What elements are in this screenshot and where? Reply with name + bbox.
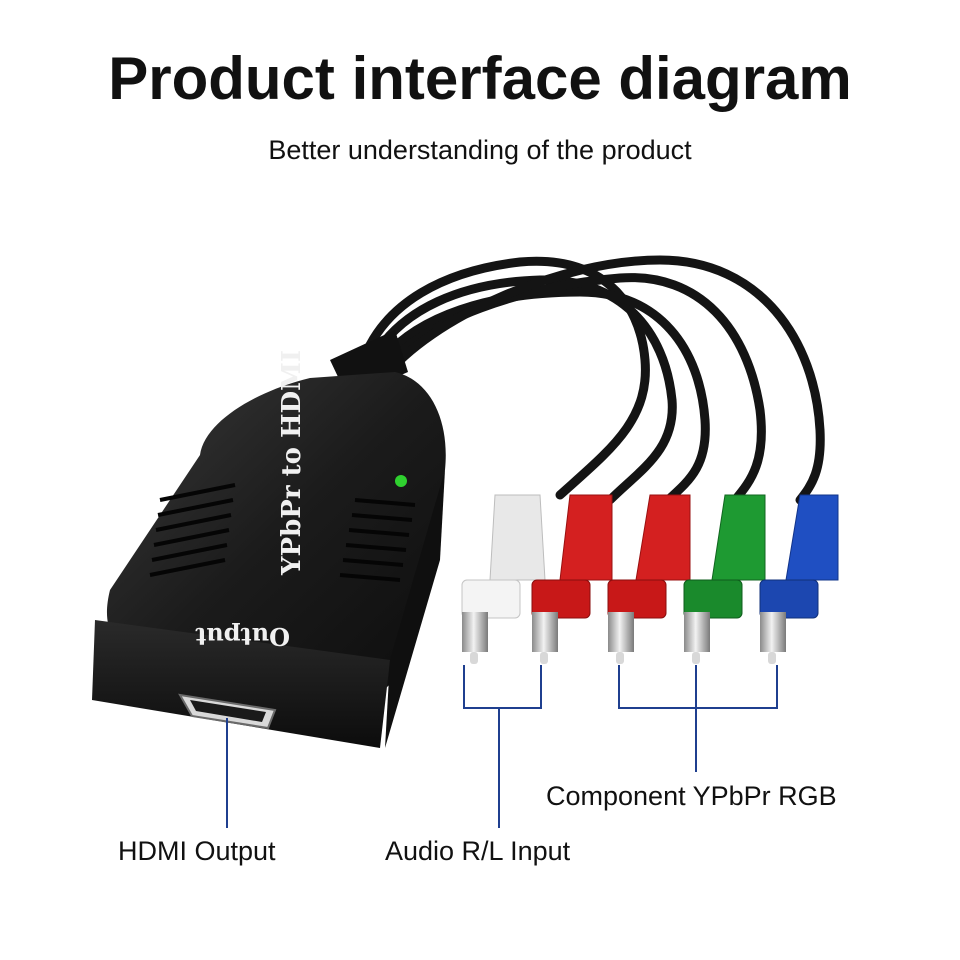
component-input-label: Component YPbPr RGB xyxy=(546,781,837,811)
device-top-label: YPbPr to HDMI xyxy=(277,350,307,576)
callout-lines xyxy=(226,665,778,828)
callout-line-audio xyxy=(463,665,542,828)
rca-green-connector xyxy=(683,494,766,664)
cable-blue xyxy=(379,255,825,505)
vent-slots-left xyxy=(149,483,236,577)
audio-input-label: Audio R/L Input xyxy=(385,836,571,866)
vent-slots-right xyxy=(339,498,416,582)
rca-white-connector xyxy=(461,494,546,664)
converter-box: YPbPr to HDMI Output xyxy=(92,350,446,748)
cable-bundle xyxy=(355,255,825,505)
rca-red-audio-connector xyxy=(531,494,613,664)
cable-red-video xyxy=(367,287,710,505)
hdmi-port-icon xyxy=(178,693,277,730)
page-title: Product interface diagram xyxy=(108,45,852,112)
rca-blue-connector xyxy=(759,494,839,664)
device-front-label: Output xyxy=(195,622,290,651)
rca-red-video-connector xyxy=(607,494,691,664)
hdmi-output-label: HDMI Output xyxy=(118,836,276,866)
power-led-icon xyxy=(395,475,407,487)
callout-line-component xyxy=(618,665,778,772)
page-subtitle: Better understanding of the product xyxy=(268,135,692,165)
rca-connectors xyxy=(461,494,839,664)
